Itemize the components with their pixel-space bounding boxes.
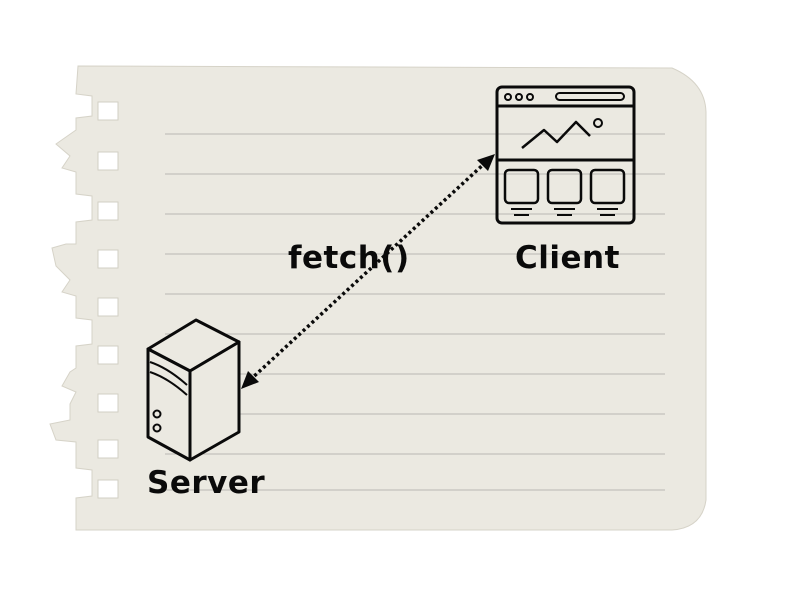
server-label: Server	[147, 465, 266, 501]
browser-window-icon	[495, 85, 636, 225]
binder-hole	[97, 345, 119, 365]
binder-hole	[97, 297, 119, 317]
paper-sheet	[49, 65, 707, 531]
binder-hole	[97, 249, 119, 269]
fetch-label: fetch()	[288, 240, 410, 276]
binder-hole	[97, 101, 119, 121]
binder-hole	[97, 439, 119, 459]
binder-holes	[97, 101, 119, 499]
binder-hole	[97, 201, 119, 221]
notebook-paper	[49, 65, 707, 531]
binder-hole	[97, 479, 119, 499]
binder-hole	[97, 151, 119, 171]
arrowhead-client	[477, 154, 495, 171]
server-tower-icon	[146, 318, 241, 462]
binder-hole	[97, 393, 119, 413]
arrowhead-server	[241, 371, 259, 389]
client-label: Client	[515, 240, 620, 276]
fetch-arrow	[241, 154, 495, 389]
